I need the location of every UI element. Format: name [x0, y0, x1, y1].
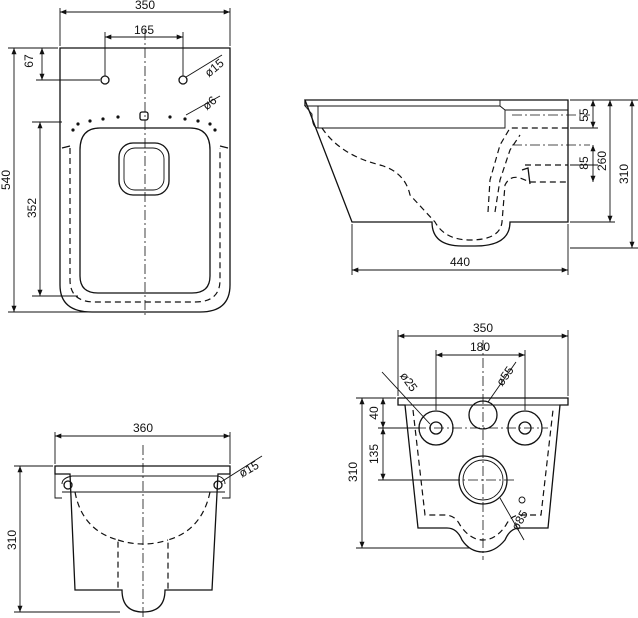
top-view-hinge-marks — [61, 145, 229, 149]
dim-top-d15: ø15 — [202, 56, 227, 80]
top-right-hole — [178, 75, 188, 85]
dim-back-d85: ø85 — [508, 508, 531, 533]
dim-back-135: 135 — [367, 444, 381, 464]
dim-back-d55: ø55 — [493, 363, 517, 388]
top-view: 350 165 ø15 ø6 67 540 352 — [0, 0, 231, 318]
dim-back-180: 180 — [470, 340, 490, 354]
dim-front-310: 310 — [5, 530, 19, 550]
top-view-rim — [59, 140, 231, 285]
top-view-inner-bowl — [69, 148, 221, 303]
front-view-outline — [54, 465, 231, 613]
top-view-seat-outline — [79, 127, 211, 294]
dim-back-40: 40 — [367, 406, 381, 420]
front-view: 360 ø15 310 — [5, 421, 263, 618]
dim-side-260: 260 — [595, 151, 609, 171]
dim-top-352: 352 — [25, 198, 39, 218]
side-view-rim — [304, 105, 506, 129]
front-right-hole — [213, 480, 223, 490]
dim-side-85: 85 — [577, 156, 591, 170]
front-view-bowl — [74, 491, 211, 590]
top-left-hole — [100, 75, 110, 85]
dim-back-350: 350 — [473, 321, 493, 335]
dim-top-67: 67 — [22, 54, 36, 68]
side-view-outline — [304, 99, 569, 247]
dim-back-310: 310 — [346, 462, 360, 482]
dim-front-d15: ø15 — [236, 458, 261, 481]
dim-side-440: 440 — [450, 255, 470, 269]
dim-top-540: 540 — [0, 170, 13, 190]
dim-top-165: 165 — [134, 23, 154, 37]
dim-front-360: 360 — [133, 421, 153, 435]
dim-top-350: 350 — [135, 0, 155, 12]
dim-side-55: 55 — [577, 108, 591, 122]
side-view-trap — [321, 127, 568, 241]
front-left-hole — [63, 480, 73, 490]
top-view-outline — [59, 47, 231, 313]
dim-top-d6: ø6 — [200, 93, 220, 113]
dim-side-310: 310 — [617, 164, 631, 184]
top-view-flush-opening — [118, 142, 170, 196]
back-view: 350 180 ø25 ø55 ø85 40 135 310 — [346, 321, 569, 560]
rinse-holes — [71, 115, 217, 132]
side-view: 440 55 85 260 310 — [304, 99, 638, 275]
dim-back-d25: ø25 — [397, 369, 421, 394]
top-view-flush-inner — [123, 147, 165, 191]
top-center-slot — [139, 111, 149, 121]
